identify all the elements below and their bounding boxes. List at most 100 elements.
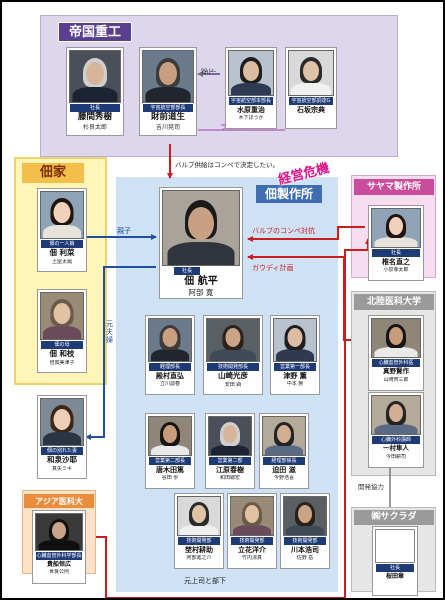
portrait-photo xyxy=(288,50,334,96)
portrait-photo xyxy=(40,292,84,340)
hokuriku-header: 北陸医科大学 xyxy=(354,294,434,310)
role-tag: 技術開発部 xyxy=(231,537,273,545)
valve-compe-arrow xyxy=(247,226,365,242)
portrait-photo xyxy=(40,191,84,239)
portrait-photo xyxy=(371,318,421,358)
person-card-ichimura: 心臓外科講師一村隼人今田耕司 xyxy=(368,392,424,468)
person-card-tsukuda: 社長佃 航平阿部 寛 xyxy=(159,187,243,299)
role-tag: 社長 xyxy=(70,104,120,112)
person-card-zaizen: 宇宙航空部部長財前道生吉川晃司 xyxy=(139,47,197,136)
works-header: 佃製作所 xyxy=(256,185,322,203)
actor-name: 杉良太郎 xyxy=(82,123,107,131)
person-card-sakoda: 経理部係長迫田 滋今野浩喜 xyxy=(259,413,309,489)
actor-name: 阿部進之介 xyxy=(186,555,212,561)
oyako-label: 親子 xyxy=(117,227,131,235)
person-card-tachibana: 技術開発部立花洋介竹内涼真 xyxy=(227,493,277,569)
person-name: 江原春樹 xyxy=(216,465,244,474)
role-tag: 心臓血管外科学部長 xyxy=(36,552,82,560)
role-tag: 心臓外科講師 xyxy=(372,436,420,444)
portrait-photo xyxy=(162,190,240,266)
person-card-ebara: 営業第二部江原春樹和田聰宏 xyxy=(205,413,255,489)
person-name: 殿村直弘 xyxy=(156,371,184,380)
person-name: 椎名直之 xyxy=(382,257,410,266)
actor-name: 中本 賢 xyxy=(286,381,304,387)
actor-name: 木下ほうか xyxy=(238,115,264,121)
portrait-photo xyxy=(148,318,192,362)
role-tag: 営業第二部長 xyxy=(149,457,191,465)
kaihatsu-label: 開発協力 xyxy=(358,483,384,491)
portrait-photo xyxy=(375,529,415,563)
portrait-photo xyxy=(371,208,421,248)
person-name: 桜田章 xyxy=(385,573,404,580)
person-name: 石坂宗典 xyxy=(297,105,325,114)
valve-label: バルブ供給はコンペで決定したい。 xyxy=(175,161,279,169)
actor-name: 山崎育三郎 xyxy=(383,376,409,383)
person-card-kawamoto: 技術開発部川本浩司佐野 岳 xyxy=(280,493,330,569)
actor-name: 佐野 岳 xyxy=(296,555,314,561)
role-tag: 技術開発部 xyxy=(178,537,220,545)
asia-header: アジア医科大 xyxy=(24,494,94,508)
person-name: 財前道生 xyxy=(150,112,185,122)
portrait-photo xyxy=(177,496,221,536)
actor-name: 今田耕司 xyxy=(385,453,406,460)
portrait-photo xyxy=(142,50,194,103)
portrait-photo xyxy=(35,513,83,551)
person-name: 和泉沙耶 xyxy=(47,455,77,464)
person-card-fujima: 社長藤間秀樹杉良太郎 xyxy=(66,47,124,136)
role-tag: 経理部係長 xyxy=(263,457,305,465)
person-card-sakurada_p: 社長桜田章 xyxy=(372,526,418,596)
role-tag: 社長 xyxy=(376,564,414,572)
portrait-photo xyxy=(69,50,121,103)
person-name: 迫田 滋 xyxy=(272,465,296,474)
role-tag: 佃の別れた妻 xyxy=(41,447,83,455)
person-card-saya: 佃の別れた妻和泉沙耶真矢ミキ xyxy=(37,395,87,479)
person-name: 佃 航平 xyxy=(184,276,218,287)
person-card-mizuhara: 宇宙航空部本部長水原重治木下ほうか xyxy=(225,47,277,129)
moto-fuufu-line xyxy=(85,266,156,440)
person-name: 唐木田篤 xyxy=(156,465,184,474)
actor-name: 立川談春 xyxy=(159,381,180,387)
bu-ka-label: 部下 xyxy=(201,68,217,75)
person-name: 埜村耕助 xyxy=(185,545,213,554)
actor-name: 倍賞美津子 xyxy=(49,359,75,366)
portrait-photo xyxy=(206,318,260,362)
person-name: 藤間秀樹 xyxy=(77,112,112,122)
actor-name: 阿部 寛 xyxy=(188,288,214,297)
role-tag: 宇宙航空部部長 xyxy=(143,104,193,112)
portrait-photo xyxy=(40,398,84,446)
person-name: 水原重治 xyxy=(237,105,265,114)
person-card-wako: 佃の母佃 和枝倍賞美津子 xyxy=(37,289,87,373)
gaudi-label: ガウディ計画 xyxy=(252,264,294,272)
person-name: 佃 利菜 xyxy=(49,248,75,257)
actor-name: 和田聰宏 xyxy=(219,475,240,481)
role-tag: 技術開発部長 xyxy=(207,363,259,371)
person-card-tsuno: 営業第一部長津野 薫中本 賢 xyxy=(270,315,320,395)
role-tag: 社長 xyxy=(372,249,420,257)
person-name: 佃 和枝 xyxy=(49,349,75,358)
family-header: 佃家 xyxy=(22,163,84,183)
teikoku-header: 帝国重工 xyxy=(58,22,132,42)
person-name: 山崎光彦 xyxy=(218,371,248,380)
portrait-photo xyxy=(262,416,306,456)
portrait-photo xyxy=(273,318,317,362)
actor-name: 真矢ミキ xyxy=(51,465,72,472)
actor-name: 安田 顕 xyxy=(224,381,242,388)
portrait-photo xyxy=(230,496,274,536)
role-tag: 技術開発部 xyxy=(284,537,326,545)
person-name: 一村隼人 xyxy=(383,444,409,452)
role-tag: 宇宙航空部調達G xyxy=(289,97,333,105)
person-name: 真野賢作 xyxy=(383,367,409,375)
role-tag: 宇宙航空部本部長 xyxy=(229,97,273,105)
person-name: 津野 薫 xyxy=(283,371,307,380)
portrait-photo xyxy=(148,416,192,456)
portrait-photo xyxy=(283,496,327,536)
sakurada-header: ㈱サクラダ xyxy=(354,510,434,525)
portrait-photo xyxy=(228,50,274,96)
person-card-hiyama: 技術開発部埜村耕助阿部進之介 xyxy=(174,493,224,569)
person-name: 貴船恒広 xyxy=(46,561,71,568)
actor-name: 谷田 歩 xyxy=(161,475,179,481)
person-card-karasawa: 営業第二部長唐木田篤谷田 歩 xyxy=(145,413,195,489)
person-name: 川本浩司 xyxy=(291,545,319,554)
